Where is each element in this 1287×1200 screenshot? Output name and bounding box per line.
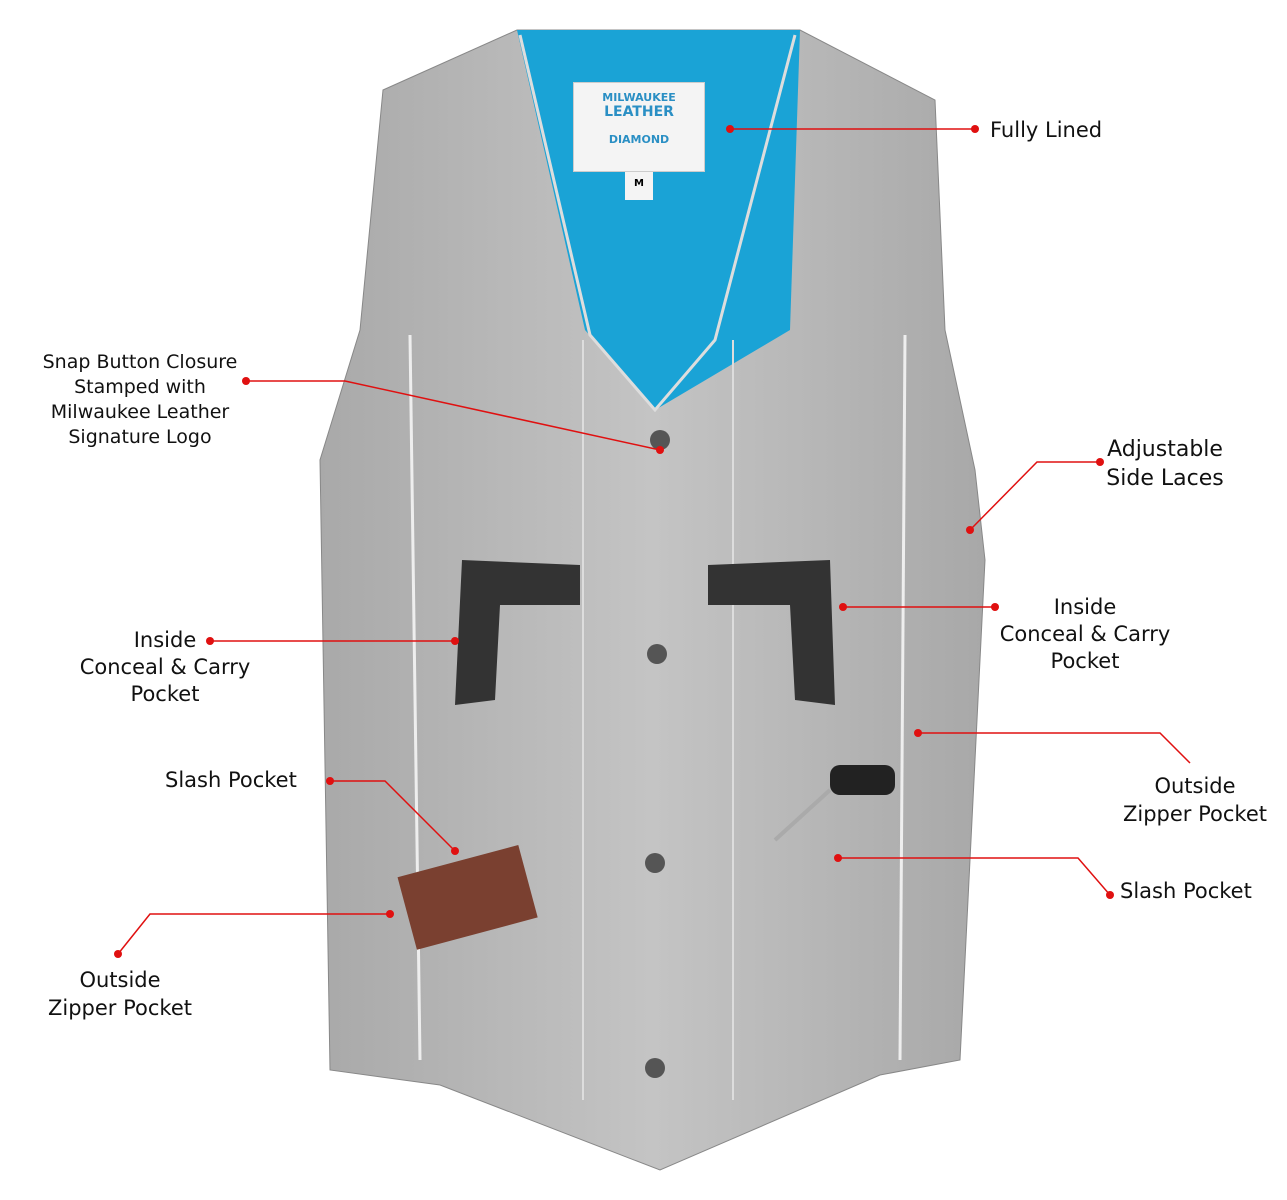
brand-tag: MILWAUKEE LEATHER DIAMOND — [573, 82, 705, 172]
brand-tag-line2: LEATHER — [604, 104, 674, 120]
callout-inside-left: Inside Conceal & Carry Pocket — [79, 628, 251, 706]
callout-side-laces: Adjustable Side Laces — [1106, 437, 1224, 491]
callout-slash-right: Slash Pocket — [1120, 879, 1252, 903]
size-tag: M — [625, 172, 653, 200]
callout-dots — [114, 125, 1114, 958]
callout-fully-lined: Fully Lined — [990, 118, 1103, 142]
callout-lines — [117, 128, 1191, 955]
gun-left-icon — [455, 560, 580, 705]
brand-tag-sub: DIAMOND — [608, 133, 670, 146]
callout-snap-button: Snap Button Closure Stamped with Milwauk… — [42, 351, 238, 448]
callout-slash-left: Slash Pocket — [165, 768, 297, 792]
callout-zipper-right: Outside Zipper Pocket — [1123, 774, 1267, 826]
wallet-icon — [397, 844, 538, 950]
callout-zipper-left: Outside Zipper Pocket — [48, 968, 192, 1020]
brand-tag-line1: MILWAUKEE — [602, 91, 676, 104]
keys-icon — [773, 765, 895, 842]
snap-buttons — [645, 430, 670, 1078]
gun-right-icon — [708, 560, 835, 705]
callout-inside-right: Inside Conceal & Carry Pocket — [999, 595, 1171, 673]
